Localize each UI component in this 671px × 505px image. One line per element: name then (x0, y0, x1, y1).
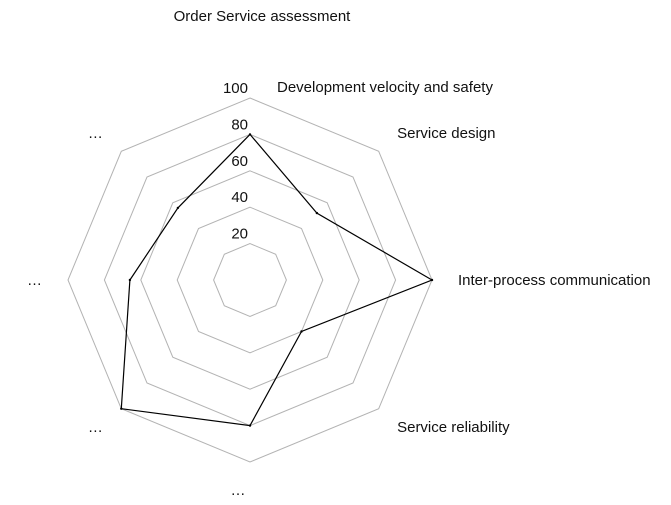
tick-label: 20 (231, 226, 248, 243)
axis-label: … (88, 419, 103, 436)
chart-title: Order Service assessment (174, 8, 352, 25)
grid-ring-80 (103, 133, 397, 427)
axis-label: … (88, 125, 103, 142)
grid-ring-100 (67, 97, 433, 463)
tick-label: 60 (231, 153, 248, 170)
data-point (128, 278, 132, 282)
tick-label: 40 (231, 189, 248, 206)
data-point (300, 330, 303, 333)
data-point (120, 407, 123, 410)
series-line (120, 133, 434, 427)
axis-label: Inter-process communication (458, 272, 651, 289)
tick-label: 80 (231, 116, 248, 133)
axis-label: Service design (397, 125, 495, 142)
axis-label: Development velocity and safety (277, 79, 493, 96)
grid-ring-40 (176, 206, 324, 354)
data-point (430, 278, 434, 282)
axis-label: … (27, 272, 42, 289)
data-point (248, 424, 252, 427)
grid-ring-60 (140, 170, 360, 390)
data-point (248, 133, 252, 136)
tick-label: 100 (223, 80, 248, 97)
label-layer: 20 40 60 80 100 Development velocity and safe… (27, 79, 651, 499)
axis-label: Service reliability (397, 419, 510, 436)
series-layer (120, 133, 434, 427)
grid-layer (67, 97, 433, 463)
axis-label: … (231, 482, 246, 499)
data-point (176, 206, 180, 210)
data-point (315, 211, 319, 215)
grid-ring-20 (213, 243, 287, 317)
